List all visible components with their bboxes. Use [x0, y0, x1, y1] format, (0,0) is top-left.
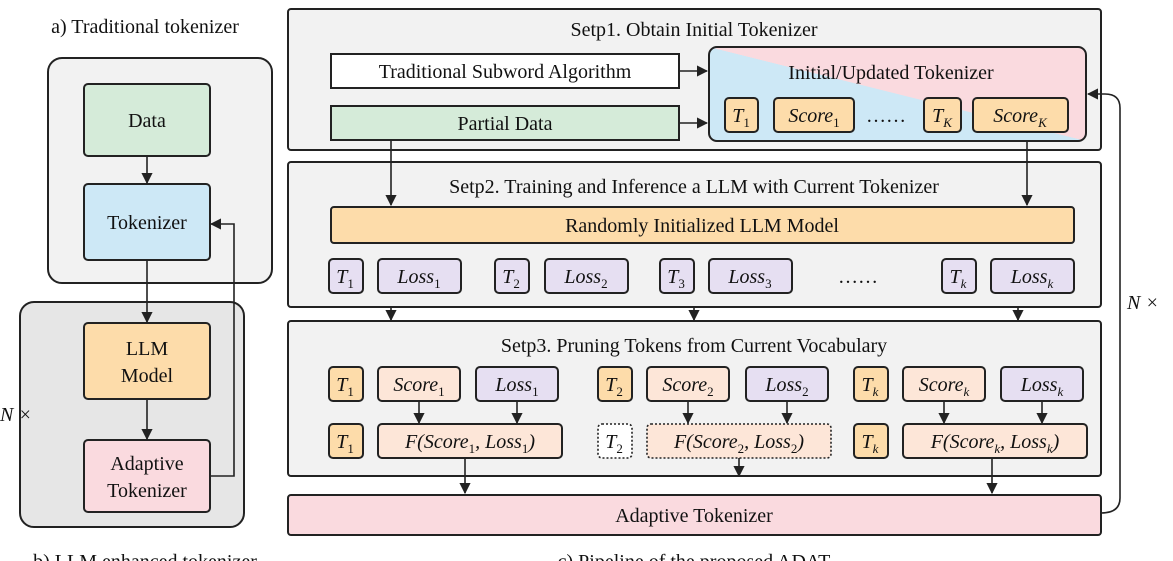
- caption-c: c) Pipeline of the proposed ADAT: [558, 551, 831, 561]
- step2-dots: ……: [838, 266, 878, 288]
- tokenizer-label: Tokenizer: [107, 212, 187, 234]
- step2-loss-1: [377, 258, 462, 294]
- step3-g2-loss-label: Loss2: [764, 374, 808, 399]
- llm-line2: Model: [121, 365, 174, 387]
- step3-g2-token-pruned-label: T2: [605, 431, 623, 456]
- arrow-feedback-loop: [209, 218, 235, 477]
- step3-g1-token-2-label: T1: [336, 431, 354, 456]
- step1-token-first: [724, 97, 759, 133]
- loop-n-right: N ×: [1126, 292, 1159, 314]
- partial-data-box: [330, 105, 680, 141]
- step1-score-last-label: ScoreK: [993, 105, 1048, 130]
- subword-algorithm-label: Traditional Subword Algorithm: [379, 61, 632, 83]
- step2-loss-3: [708, 258, 793, 294]
- step2-loss-1-label: Loss1: [396, 266, 440, 291]
- step3-g2-token-pruned: [597, 423, 633, 459]
- step3-g1-token-2: [328, 423, 364, 459]
- arrow-loop-back: [1086, 88, 1121, 514]
- step3-g1-f-label: F(Score1, Loss1): [404, 431, 535, 456]
- partial-data-label: Partial Data: [458, 113, 553, 135]
- step2-loss-2-label: Loss2: [563, 266, 607, 291]
- initial-tokenizer-label: Initial/Updated Tokenizer: [788, 62, 994, 84]
- step3-g1-f: [377, 423, 563, 459]
- step1-score-last: [972, 97, 1069, 133]
- step2-token-2-label: T2: [502, 266, 520, 291]
- step3-title: Setp3. Pruning Tokens from Current Vocab…: [501, 335, 887, 357]
- adaptive-line2: Tokenizer: [107, 480, 187, 502]
- step1-dots: ……: [866, 105, 906, 127]
- step2-token-1-label: T1: [336, 266, 354, 291]
- adaptive-line1: Adaptive: [110, 453, 183, 475]
- final-adaptive-tokenizer-label: Adaptive Tokenizer: [615, 505, 773, 527]
- llm-model-box: [83, 322, 211, 400]
- step3-g2-score-label: Score2: [662, 374, 713, 399]
- step3-g2-f-pruned: [646, 423, 832, 459]
- llm-model-bar-label: Randomly Initialized LLM Model: [565, 215, 839, 237]
- step1-score-first: [773, 97, 855, 133]
- step3-gk-f: [902, 423, 1088, 459]
- step2-title: Setp2. Training and Inference a LLM with…: [449, 176, 939, 198]
- step3-gk-token-2-label: Tk: [862, 431, 879, 456]
- step3-gk-token-label: Tk: [862, 374, 879, 399]
- step3-g1-token-label: T1: [336, 374, 354, 399]
- step2-token-k: [941, 258, 977, 294]
- final-adaptive-tokenizer: [287, 494, 1102, 536]
- step3-gk-loss-label: Lossk: [1020, 374, 1064, 399]
- llm-line1: LLM: [126, 338, 168, 360]
- step2-pairs: T1 Loss1 T2 Loss2 T3 Loss3 …… Tk Lossk: [328, 258, 1075, 294]
- step3-g1-token: [328, 366, 364, 402]
- step1-title: Setp1. Obtain Initial Tokenizer: [570, 19, 817, 41]
- step2-token-1: [328, 258, 364, 294]
- data-label: Data: [128, 110, 166, 132]
- subword-algorithm-box: [330, 53, 680, 89]
- step1-token-last-label: TK: [932, 105, 953, 130]
- llm-model-bar: [330, 206, 1075, 244]
- step3-g2-f-label: F(Score2, Loss2): [673, 431, 804, 456]
- title-b: b) LLM enhanced tokenizer: [33, 551, 257, 561]
- loop-n-left: N ×: [0, 404, 32, 426]
- step3-g2-token: [597, 366, 633, 402]
- step2-token-k-label: Tk: [950, 266, 967, 291]
- title-a: a) Traditional tokenizer: [51, 16, 239, 38]
- step1-score-first-label: Score1: [788, 105, 839, 130]
- step2-token-2: [494, 258, 530, 294]
- step3-gk-score-label: Scorek: [919, 374, 970, 399]
- step2-token-3: [659, 258, 695, 294]
- step1-token-last: [923, 97, 962, 133]
- step1-token-first-label: T1: [732, 105, 750, 130]
- step2-loss-k: [990, 258, 1075, 294]
- step3-g1-loss-label: Loss1: [494, 374, 538, 399]
- step2-loss-2: [544, 258, 629, 294]
- step3-g1-score-label: Score1: [393, 374, 444, 399]
- step2-loss-k-label: Lossk: [1010, 266, 1054, 291]
- step3-gk-f-label: F(Scorek, Lossk): [930, 431, 1060, 456]
- step3-gk-token: [853, 366, 889, 402]
- step3-g2-token-label: T2: [605, 374, 623, 399]
- step3-gk-token-2: [853, 423, 889, 459]
- step2-loss-3-label: Loss3: [727, 266, 771, 291]
- step2-token-3-label: T3: [667, 266, 685, 291]
